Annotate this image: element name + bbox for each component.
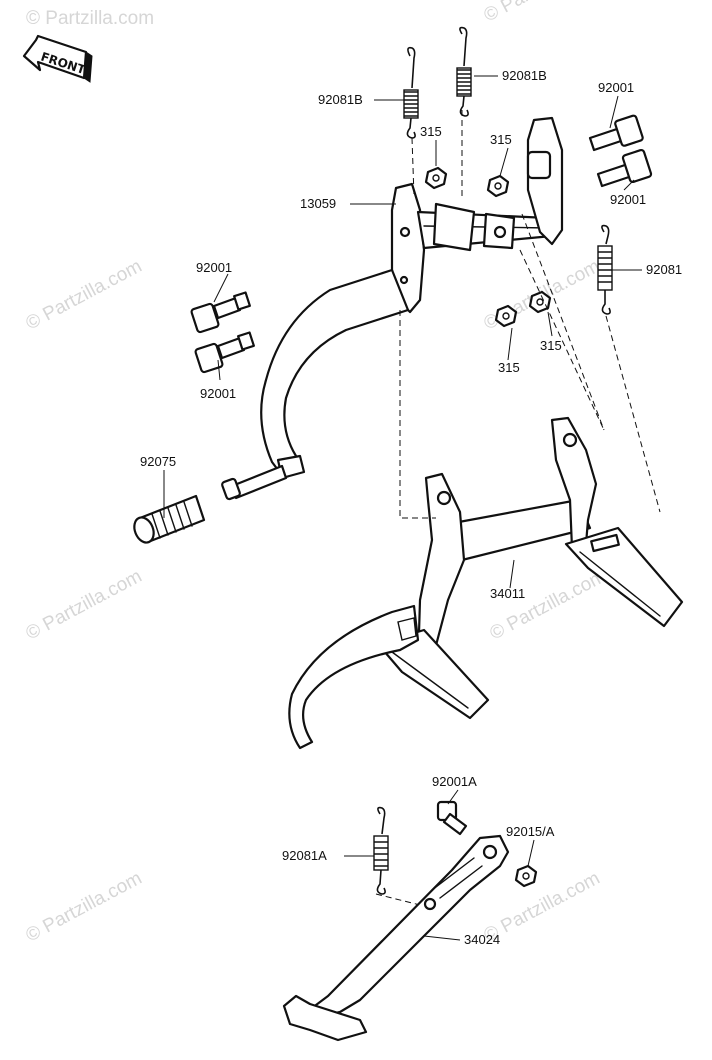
callout-labels: 92081B 92081B 92001 315 315 13059 92001 … [140, 68, 682, 947]
callout-34024: 34024 [464, 932, 500, 947]
front-indicator: FRONT [22, 34, 93, 83]
bolt-92001-upper-1 [588, 114, 644, 152]
callout-315-top-right: 315 [490, 132, 512, 147]
callout-92081: 92081 [646, 262, 682, 277]
leader-lines [163, 75, 642, 941]
callout-92081a: 92081A [282, 848, 327, 863]
callout-92015a: 92015/A [506, 824, 555, 839]
watermark-5: © Partzilla.com [22, 566, 145, 645]
side-stand-34024 [282, 834, 510, 1042]
watermark-7: © Partzilla.com [22, 868, 145, 947]
callout-315-top-left: 315 [420, 124, 442, 139]
nut-315-3 [494, 304, 518, 328]
nut-92015a [514, 864, 538, 888]
bracket-13059 [390, 116, 564, 314]
spring-92081 [597, 224, 613, 315]
spring-92081a [373, 806, 389, 895]
callout-92001-right: 92001 [610, 192, 646, 207]
callout-92001a: 92001A [432, 774, 477, 789]
watermark-1: © Partzilla.com [26, 8, 154, 29]
spring-92081b-right [456, 26, 472, 117]
callout-92001-top: 92001 [598, 80, 634, 95]
nut-315-2 [486, 174, 510, 198]
callout-315-mid-right: 315 [540, 338, 562, 353]
front-arrow-icon [22, 34, 88, 80]
watermarks: © Partzilla.com © Partzilla.com © Partzi… [22, 0, 609, 946]
watermark-3: © Partzilla.com [22, 256, 145, 335]
nut-315-4 [528, 290, 552, 314]
callout-92075: 92075 [140, 454, 176, 469]
spring-92081b-left [403, 46, 419, 139]
bolt-92001-upper-2 [596, 148, 653, 188]
watermark-2: © Partzilla.com [480, 0, 603, 26]
callout-92081b-left: 92081B [318, 92, 363, 107]
callout-92081b-right: 92081B [502, 68, 547, 83]
watermark-6: © Partzilla.com [486, 566, 609, 645]
bolt-92001-left-1 [190, 291, 251, 334]
callout-13059: 13059 [300, 196, 336, 211]
bolt-92001a [436, 800, 468, 836]
callout-92001-left-bottom: 92001 [200, 386, 236, 401]
pedal-rubber-92075 [133, 494, 206, 544]
callout-34011: 34011 [490, 586, 525, 601]
center-stand-34011 [288, 416, 684, 750]
bolt-92001-left-2 [194, 331, 255, 374]
nut-315-1 [424, 166, 448, 190]
callout-315-mid-left: 315 [498, 360, 520, 375]
assembly-lines [375, 110, 661, 907]
callout-92001-left-top: 92001 [196, 260, 232, 275]
pedal-arm [221, 268, 410, 501]
